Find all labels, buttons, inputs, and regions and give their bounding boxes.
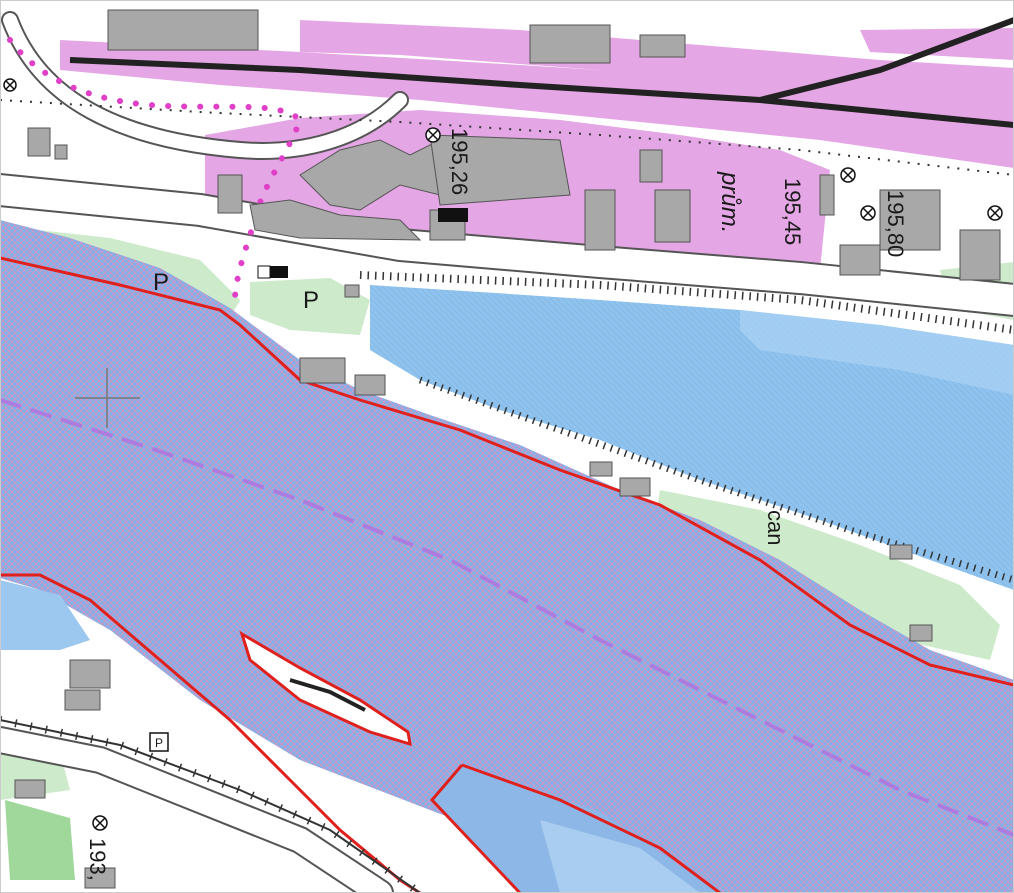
- harbour-basin-inner: [540, 820, 700, 893]
- railway-main: [69, 57, 1014, 128]
- label-elevation-1: 195,26: [447, 128, 472, 195]
- building: [84, 867, 116, 889]
- water-west-edge: [0, 580, 90, 650]
- boundary-basin: [461, 763, 721, 893]
- label-elevation-4: 193,: [85, 838, 110, 881]
- building: [14, 779, 46, 799]
- building: [619, 477, 651, 497]
- building: [654, 189, 691, 243]
- building-small: [257, 265, 271, 279]
- parking-icon: P: [149, 732, 169, 752]
- building: [217, 174, 243, 214]
- road-north-fill: [0, 175, 1014, 315]
- spot-height-icon: [92, 815, 108, 831]
- building-dark: [438, 208, 468, 222]
- building: [249, 199, 422, 241]
- building: [69, 659, 111, 689]
- building: [584, 189, 616, 251]
- river-centerline: [0, 398, 1014, 837]
- river-main: [0, 220, 1014, 893]
- parking-sign-label: P: [155, 736, 163, 750]
- building: [299, 357, 346, 384]
- railway-branch: [759, 17, 1014, 103]
- buildings: [14, 9, 1001, 889]
- road-curve-fill: [3, 13, 407, 158]
- red-boundaries: [0, 256, 1014, 893]
- building: [107, 9, 259, 51]
- green-yard: [5, 800, 75, 880]
- building: [529, 24, 611, 64]
- building: [64, 689, 101, 711]
- building: [879, 189, 941, 251]
- building: [344, 284, 360, 298]
- railway-canal: [359, 271, 1014, 334]
- boundary-south: [0, 573, 421, 893]
- building: [839, 244, 881, 276]
- label-elevation-2: 195,45: [780, 178, 805, 245]
- building: [54, 144, 68, 160]
- spot-height-icon: [425, 127, 441, 143]
- building: [959, 229, 1001, 281]
- building: [639, 34, 686, 58]
- road-south-fill: [0, 728, 392, 893]
- island-weir: [289, 678, 366, 712]
- building-dark: [270, 266, 288, 278]
- building: [354, 374, 386, 396]
- footpath-dotted: [7, 37, 304, 303]
- green-park-riverside: [655, 490, 1000, 660]
- label-industrial: prům.: [716, 171, 743, 233]
- label-parking-2: P: [303, 287, 319, 314]
- label-canal: can: [763, 510, 788, 545]
- railways: [0, 17, 1014, 893]
- building: [639, 149, 663, 183]
- label-parking-1: P: [153, 269, 169, 296]
- boundary-basin-west: [429, 764, 522, 893]
- building: [889, 544, 913, 560]
- spot-height-icon: [987, 205, 1003, 221]
- building: [909, 624, 933, 642]
- building: [589, 461, 613, 477]
- spot-height-markers: [3, 78, 1003, 831]
- roads: [0, 11, 1014, 893]
- spot-height-icon: [3, 78, 17, 92]
- building: [27, 127, 51, 157]
- railway-ties: [0, 99, 1014, 176]
- river-edge-light: [740, 310, 1014, 395]
- crosshair-icon: [75, 368, 140, 428]
- label-elevation-3: 195,80: [883, 190, 908, 257]
- spot-height-icon: [860, 205, 876, 221]
- boundary-north: [0, 256, 1014, 687]
- railway-south: [0, 719, 421, 893]
- green-park-mid: [250, 278, 370, 335]
- spot-height-icon: [840, 167, 856, 183]
- building: [429, 134, 571, 206]
- building: [819, 174, 835, 216]
